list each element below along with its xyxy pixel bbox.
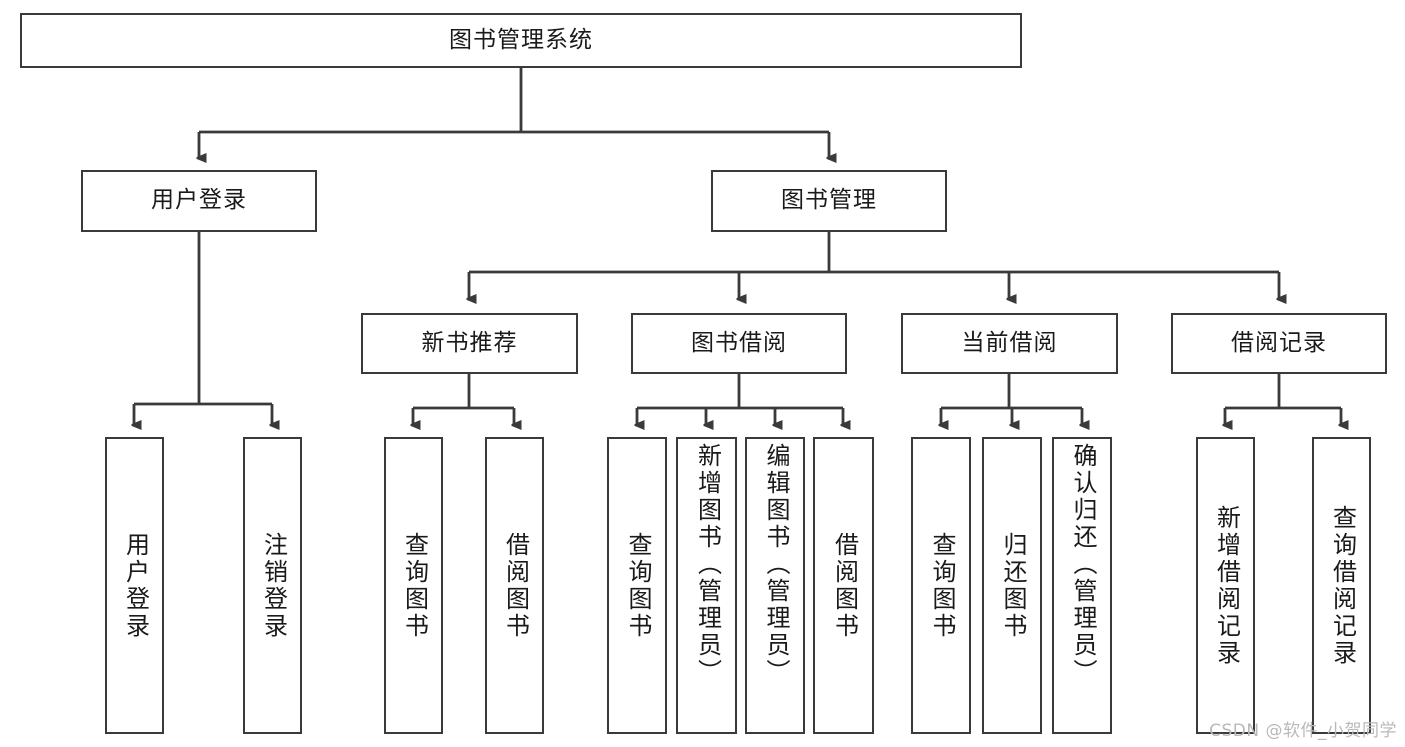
node-leaf-borrow-book[interactable]: 借阅图书 — [813, 437, 874, 734]
node-leaf-add-borrow-record[interactable]: 新增借阅记录 — [1196, 437, 1255, 734]
node-book-borrow[interactable]: 图书借阅 — [631, 313, 847, 374]
node-leaf-query-book-borrow[interactable]: 查询图书 — [607, 437, 667, 734]
node-leaf-return-book-label: 归还图书 — [998, 531, 1027, 640]
node-leaf-borrow-book-label: 借阅图书 — [830, 531, 859, 640]
node-leaf-add-borrow-record-label: 新增借阅记录 — [1212, 504, 1241, 667]
node-leaf-logout-login[interactable]: 注销登录 — [243, 437, 302, 734]
node-leaf-query-book-rec-text-wrap: 查询图书 — [386, 439, 441, 732]
node-leaf-query-borrow-record-text-wrap: 查询借阅记录 — [1314, 439, 1369, 732]
node-leaf-user-login-label: 用户登录 — [121, 531, 150, 640]
node-leaf-edit-book-admin[interactable]: 编辑图书（管理员） — [745, 437, 805, 734]
node-borrow-record[interactable]: 借阅记录 — [1171, 313, 1387, 374]
node-new-book-recommend-label: 新书推荐 — [421, 329, 518, 356]
node-user-login[interactable]: 用户登录 — [81, 170, 317, 232]
node-leaf-borrow-book-text-wrap: 借阅图书 — [815, 439, 872, 732]
node-leaf-add-book-admin[interactable]: 新增图书（管理员） — [676, 437, 737, 734]
node-current-borrow-label: 当前借阅 — [961, 329, 1058, 356]
node-root-label: 图书管理系统 — [449, 26, 593, 53]
node-leaf-return-book[interactable]: 归还图书 — [982, 437, 1042, 734]
node-leaf-confirm-return-admin-label: 确认归还（管理员） — [1068, 443, 1097, 686]
node-leaf-user-login[interactable]: 用户登录 — [105, 437, 164, 734]
node-borrow-record-label: 借阅记录 — [1231, 329, 1327, 356]
node-leaf-borrow-book-rec[interactable]: 借阅图书 — [485, 437, 544, 734]
node-new-book-recommend[interactable]: 新书推荐 — [361, 313, 578, 374]
node-leaf-query-book-borrow-label: 查询图书 — [623, 531, 652, 640]
node-leaf-return-book-text-wrap: 归还图书 — [984, 439, 1040, 732]
node-leaf-query-book-current-text-wrap: 查询图书 — [913, 439, 969, 732]
node-leaf-query-book-current[interactable]: 查询图书 — [911, 437, 971, 734]
node-leaf-query-book-rec-label: 查询图书 — [400, 531, 429, 640]
node-leaf-query-book-borrow-text-wrap: 查询图书 — [609, 439, 665, 732]
node-leaf-logout-login-label: 注销登录 — [259, 531, 288, 640]
node-leaf-query-book-rec[interactable]: 查询图书 — [384, 437, 443, 734]
node-leaf-query-book-current-label: 查询图书 — [927, 531, 956, 640]
node-current-borrow[interactable]: 当前借阅 — [901, 313, 1118, 374]
node-leaf-confirm-return-admin-text-wrap: 确认归还（管理员） — [1054, 439, 1110, 736]
node-leaf-logout-login-text-wrap: 注销登录 — [245, 439, 300, 732]
node-leaf-confirm-return-admin[interactable]: 确认归还（管理员） — [1052, 437, 1112, 734]
node-book-manage-label: 图书管理 — [781, 187, 877, 214]
node-leaf-add-borrow-record-text-wrap: 新增借阅记录 — [1198, 439, 1253, 732]
node-leaf-edit-book-admin-text-wrap: 编辑图书（管理员） — [747, 439, 803, 736]
node-leaf-query-borrow-record-label: 查询借阅记录 — [1328, 504, 1357, 667]
node-leaf-query-borrow-record[interactable]: 查询借阅记录 — [1312, 437, 1371, 734]
node-book-borrow-label: 图书借阅 — [691, 329, 787, 356]
node-leaf-user-login-text-wrap: 用户登录 — [107, 439, 162, 732]
node-user-login-label: 用户登录 — [151, 187, 247, 214]
node-leaf-borrow-book-rec-label: 借阅图书 — [501, 531, 530, 640]
node-leaf-edit-book-admin-label: 编辑图书（管理员） — [761, 443, 790, 686]
node-root-book-management-system[interactable]: 图书管理系统 — [20, 13, 1022, 68]
node-book-manage[interactable]: 图书管理 — [711, 170, 947, 232]
node-leaf-borrow-book-rec-text-wrap: 借阅图书 — [487, 439, 542, 732]
node-leaf-add-book-admin-text-wrap: 新增图书（管理员） — [678, 439, 735, 736]
node-leaf-add-book-admin-label: 新增图书（管理员） — [693, 443, 722, 686]
